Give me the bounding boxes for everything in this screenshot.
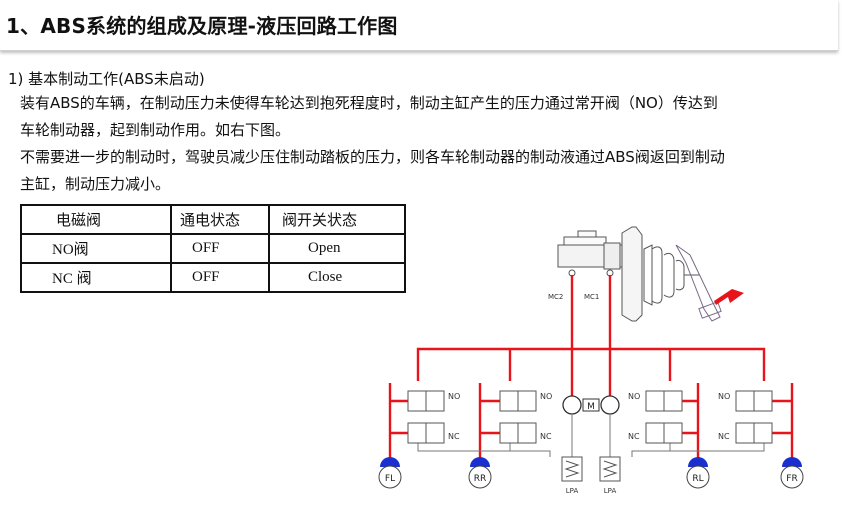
wheel-label: RL xyxy=(692,474,703,484)
lpa-right-label: LPA xyxy=(604,487,617,495)
nc-label: NC xyxy=(448,432,460,441)
wheel-label: FR xyxy=(786,474,797,484)
no-label: NO xyxy=(540,392,552,401)
nc-label: NC xyxy=(540,432,552,441)
paragraph-line: 主缸，制动压力减小。 xyxy=(20,175,171,193)
return-lines xyxy=(417,415,765,457)
lpa-accumulators xyxy=(561,456,621,482)
table-row: NO阀 OFF Open xyxy=(20,233,406,264)
paragraph-line: 车轮制动器，起到制动作用。如右下图。 xyxy=(20,121,291,139)
table-cell: NO阀 xyxy=(20,233,172,264)
no-label: NO xyxy=(718,392,730,401)
brake-booster xyxy=(621,226,700,322)
valve-state-table: 电磁阀 通电状态 阀开关状态 NO阀 OFF Open NC 阀 OFF Clo… xyxy=(20,204,406,293)
page-title: 1、ABS系统的组成及原理-液压回路工作图 xyxy=(6,14,398,38)
lpa-left-label: LPA xyxy=(566,487,579,495)
motor-label: M xyxy=(587,402,595,412)
red-arrow-icon xyxy=(714,289,744,305)
table-header-cell: 通电状态 xyxy=(170,204,270,235)
wheel-label: FL xyxy=(385,474,395,484)
table-cell: Close xyxy=(268,262,406,293)
nc-label: NC xyxy=(718,432,730,441)
master-cylinder xyxy=(557,230,623,277)
table-header-cell: 电磁阀 xyxy=(20,204,172,235)
nc-label: NC xyxy=(628,432,640,441)
no-label: NO xyxy=(448,392,460,401)
paragraph-line: 装有ABS的车辆，在制动压力未使得车轮达到抱死程度时，制动主缸产生的压力通过常开… xyxy=(20,94,718,112)
pump-motor: M xyxy=(562,395,620,415)
table-header-cell: 阀开关状态 xyxy=(268,204,406,235)
table-cell: Open xyxy=(268,233,406,264)
table-cell: NC 阀 xyxy=(20,262,172,293)
valve-blocks xyxy=(407,390,773,444)
table-cell: OFF xyxy=(170,233,270,264)
mc2-label: MC2 xyxy=(548,293,563,301)
page-header: 1、ABS系统的组成及原理-液压回路工作图 xyxy=(0,0,838,51)
wheel-fl: FL xyxy=(378,457,402,489)
paragraph-line: 不需要进一步的制动时，驾驶员减少压住制动踏板的压力，则各车轮制动器的制动液通过A… xyxy=(20,148,725,166)
paragraph-pressure-release: 不需要进一步的制动时，驾驶员减少压住制动踏板的压力，则各车轮制动器的制动液通过A… xyxy=(20,144,832,198)
paragraph-normal-braking: 装有ABS的车辆，在制动压力未使得车轮达到抱死程度时，制动主缸产生的压力通过常开… xyxy=(20,90,832,144)
table-header-row: 电磁阀 通电状态 阀开关状态 xyxy=(20,204,406,235)
no-label: NO xyxy=(628,392,640,401)
brake-pedal xyxy=(675,244,722,322)
hydraulic-lines xyxy=(388,275,794,463)
abs-hydraulic-circuit-diagram: MC2 MC1 M xyxy=(378,226,804,495)
mc1-label: MC1 xyxy=(584,293,599,301)
wheel-rr: RR xyxy=(468,457,492,489)
table-row: NC 阀 OFF Close xyxy=(20,262,406,293)
wheel-fr: FR xyxy=(780,457,804,489)
wheel-label: RR xyxy=(474,474,487,484)
section-title: 1) 基本制动工作(ABS未启动) xyxy=(8,70,205,88)
table-cell: OFF xyxy=(170,262,270,293)
wheel-rl: RL xyxy=(686,457,710,489)
